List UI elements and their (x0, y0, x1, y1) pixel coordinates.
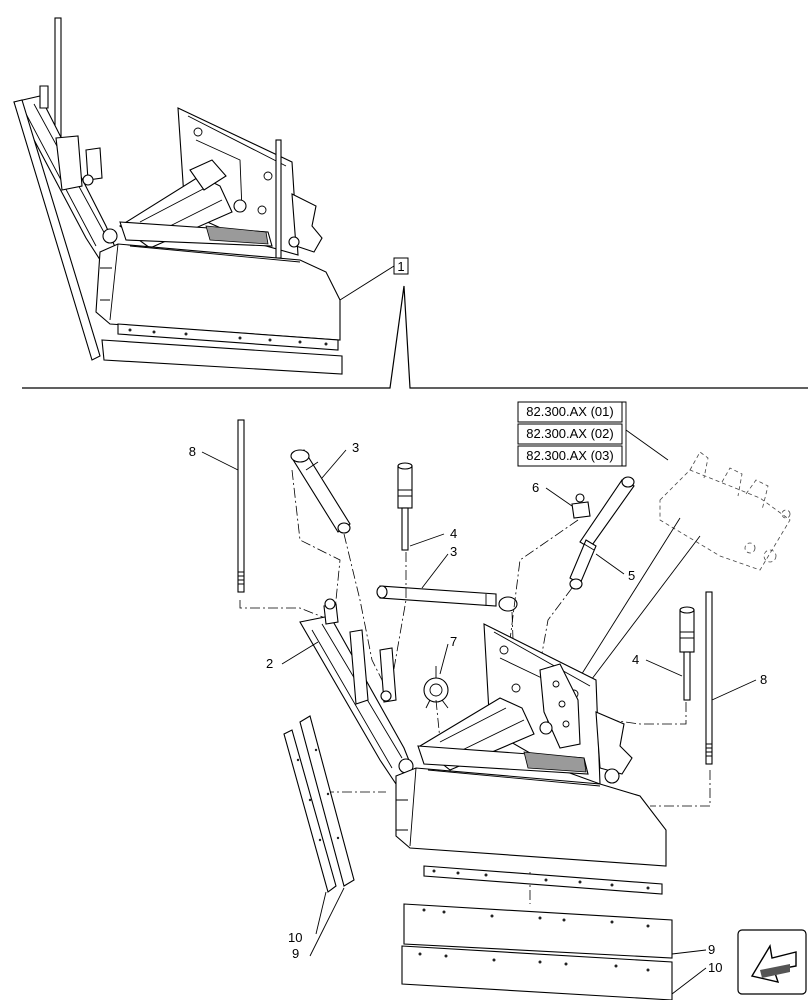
part-8-rod-right: 8 (705, 591, 767, 765)
callout-2: 2 (266, 641, 319, 671)
svg-text:8: 8 (189, 444, 196, 459)
reference-box-02[interactable]: 82.300.AX (02) (517, 423, 623, 445)
svg-text:4: 4 (450, 526, 457, 541)
svg-text:10: 10 (708, 960, 722, 975)
part-4-pin-upper: 4 (397, 462, 457, 551)
svg-text:3: 3 (352, 440, 359, 455)
svg-text:82.300.AX (01): 82.300.AX (01) (526, 404, 613, 419)
related-bracket-dashed (575, 451, 791, 701)
part-4-pin-right: 4 (632, 606, 695, 701)
reference-boxes: 82.300.AX (01) 82.300.AX (02) 82.300.AX … (517, 401, 669, 467)
part-7-bearing: 7 (423, 634, 457, 709)
side-strips-left: 10 9 (283, 715, 355, 961)
svg-text:8: 8 (760, 672, 767, 687)
svg-text:7: 7 (450, 634, 457, 649)
svg-text:10: 10 (288, 930, 302, 945)
part-3-cylinder-lower: 3 (376, 544, 518, 612)
svg-text:82.300.AX (02): 82.300.AX (02) (526, 426, 613, 441)
reference-box-03[interactable]: 82.300.AX (03) (517, 445, 623, 467)
svg-text:6: 6 (532, 480, 539, 495)
main-assembly-exploded (299, 598, 667, 895)
bottom-strips: 9 10 (401, 903, 722, 1000)
callout-1: 1 (339, 257, 409, 301)
svg-text:9: 9 (292, 946, 299, 961)
svg-text:4: 4 (632, 652, 639, 667)
svg-text:5: 5 (628, 568, 635, 583)
part-5-cylinder: 5 (569, 476, 635, 590)
arrow-back-icon[interactable] (737, 929, 807, 995)
svg-text:9: 9 (708, 942, 715, 957)
svg-text:3: 3 (450, 544, 457, 559)
part-8-rod-left: 8 (189, 419, 245, 593)
reference-box-01[interactable]: 82.300.AX (01) (517, 401, 623, 423)
part-6-fitting: 6 (532, 480, 591, 519)
svg-text:1: 1 (397, 259, 404, 274)
overview-assembly (13, 17, 808, 389)
part-3-cylinder-upper: 3 (290, 440, 359, 534)
svg-text:82.300.AX (03): 82.300.AX (03) (526, 448, 613, 463)
svg-text:2: 2 (266, 656, 273, 671)
